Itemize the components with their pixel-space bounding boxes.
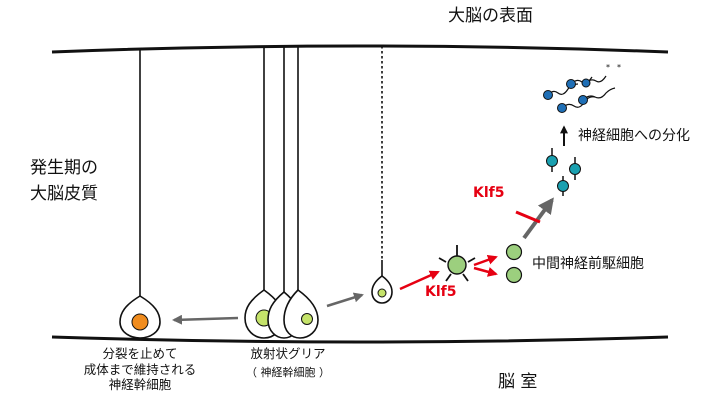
svg-text:*: * [606, 63, 610, 72]
split-arrow-down [473, 266, 498, 277]
differentiation-arrow [522, 197, 554, 240]
teal-cell-1 [546, 148, 558, 172]
klf5-label-lower: Klf5 [425, 284, 457, 300]
klf5-inhibition-bar [515, 210, 541, 224]
intermediate-progenitor-1 [505, 243, 523, 261]
quiescent-label-line3: 神経幹細胞 [108, 377, 172, 393]
quiescent-stem-cell-label: 分裂を止めて 成体まで維持される 神経幹細胞 [74, 346, 206, 393]
brain-surface-label: 大脳の表面 [448, 6, 533, 26]
cortex-label-line2: 大脳皮質 [30, 184, 98, 204]
ventricular-surface-line [51, 335, 669, 344]
intermediate-progenitor-2 [505, 266, 523, 284]
radial-glia-cell-1 [244, 47, 284, 339]
arrow-to-quiescent [172, 314, 239, 325]
radial-glia-cell-3 [283, 47, 319, 339]
ventricle-label: 脳 室 [498, 372, 538, 392]
cortex-label-line1: 発生期の [30, 158, 98, 178]
neuron-somas: * * [543, 63, 621, 113]
teal-cell-3 [557, 176, 569, 196]
klf5-label-upper: Klf5 [473, 185, 505, 201]
neuron-diff-label: 神経細胞への分化 [578, 128, 690, 144]
quiescent-label-line2: 成体まで維持される [83, 361, 197, 377]
pial-surface-line [51, 44, 669, 54]
quiescent-label-line1: 分裂を止めて [102, 346, 178, 361]
split-arrow-up [473, 255, 498, 267]
radial-glia-label: 放射状グリア （ 神経幹細胞 ） [238, 346, 338, 379]
arrow-to-detaching-cell [326, 292, 364, 308]
dividing-progenitor [438, 245, 476, 282]
radial-glia-label-line2: （ 神経幹細胞 ） [246, 365, 330, 379]
svg-text:*: * [617, 63, 621, 72]
klf5-arrow [399, 270, 440, 291]
teal-cell-2 [569, 157, 581, 180]
quiescent-stem-cell [119, 49, 161, 339]
radial-glia-label-line1: 放射状グリア [250, 346, 326, 361]
intermediate-progenitor-label: 中間神経前駆細胞 [532, 256, 644, 272]
detaching-radial-glia [371, 46, 393, 304]
